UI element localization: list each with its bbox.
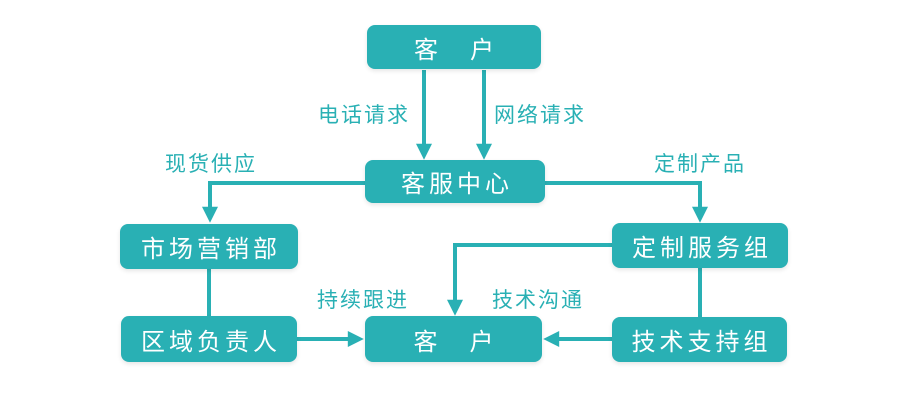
edge-spot-supply (202, 181, 365, 223)
edge-label-spot-supply: 现货供应 (165, 153, 257, 176)
node-service-center: 客服中心 (365, 160, 545, 203)
node-marketing-dept: 市场营销部 (120, 224, 298, 269)
edge-custom-to-customer (447, 243, 612, 316)
edge-label-tech-communication: 技术沟通 (492, 289, 584, 312)
edge-custom-product (545, 181, 708, 223)
node-customer-bottom: 客 户 (365, 316, 542, 362)
node-tech-support-group: 技术支持组 (612, 317, 787, 362)
edge-label-custom-product: 定制产品 (654, 153, 746, 176)
node-customer-top: 客 户 (367, 25, 541, 69)
edge-label-phone-request: 电话请求 (318, 104, 410, 127)
edge-label-web-request: 网络请求 (494, 104, 586, 127)
node-regional-manager: 区域负责人 (121, 316, 297, 362)
edge-label-continuous-followup: 持续跟进 (317, 289, 409, 312)
node-custom-service-group: 定制服务组 (612, 223, 788, 268)
